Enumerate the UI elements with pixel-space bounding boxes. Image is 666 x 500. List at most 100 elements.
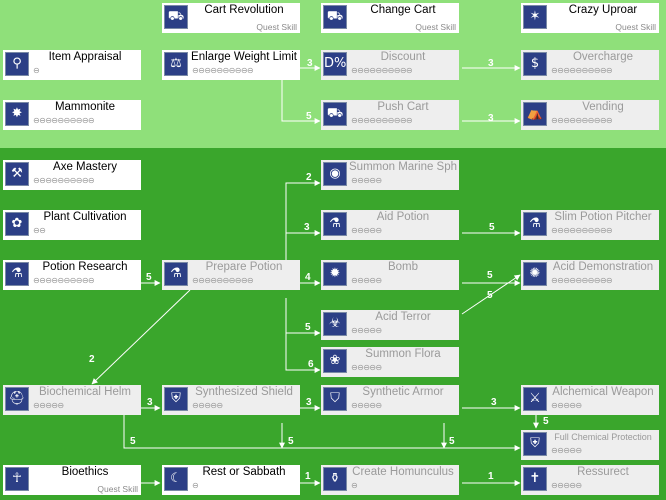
skill-name: Mammonite [54,101,116,113]
requirement-level-label: 3 [488,113,494,124]
skill-level-dots: ⊖⊖⊖⊖⊖ [351,176,382,185]
skill-synthesized-shield[interactable]: ⛨Synthesized Shield⊖⊖⊖⊖⊖ [162,385,300,415]
chemical-protection-icon: ⛨ [523,432,547,456]
requirement-level-label: 1 [305,471,311,482]
requirement-level-label: 2 [89,354,95,365]
skill-aid-potion[interactable]: ⚗Aid Potion⊖⊖⊖⊖⊖ [321,210,459,240]
skill-level-dots: ⊖ [192,481,199,490]
bioethics-icon: ☥ [5,467,29,491]
skill-level-dots: ⊖⊖⊖⊖⊖⊖⊖⊖⊖⊖ [192,66,254,75]
skill-level-dots: ⊖⊖⊖⊖⊖⊖⊖⊖⊖⊖ [551,116,613,125]
acid-bomb-icon: ✺ [523,262,547,286]
skill-name: Cart Revolution [204,4,284,16]
skill-name: Full Chemical Protection [554,432,652,442]
skill-plant-cultivation[interactable]: ✿Plant Cultivation⊖⊖ [3,210,141,240]
skill-level-dots: ⊖⊖⊖⊖⊖⊖⊖⊖⊖⊖ [351,66,413,75]
requirement-level-label: 3 [488,58,494,69]
requirement-level-label: 5 [146,272,152,283]
requirement-level-label: 3 [307,58,313,69]
skill-name: Acid Terror [375,311,431,323]
plant-icon: ✿ [5,212,29,236]
skill-synthetic-armor[interactable]: ⛉Synthetic Armor⊖⊖⊖⊖⊖ [321,385,459,415]
skill-item-appraisal[interactable]: ⚲Item Appraisal⊖ [3,50,141,80]
magnifier-icon: ⚲ [5,52,29,76]
skill-push-cart[interactable]: ⛟ Push Cart ⊖⊖⊖⊖⊖⊖⊖⊖⊖⊖ [321,100,459,130]
skill-name: Item Appraisal [48,51,122,63]
potion-icon: ⚗ [323,212,347,236]
skill-acid-demonstration[interactable]: ✺Acid Demonstration⊖⊖⊖⊖⊖⊖⊖⊖⊖⊖ [521,260,659,290]
skill-create-homunculus[interactable]: ⚱ Create Homunculus ⊖ [321,465,459,495]
skill-vending[interactable]: ⛺ Vending ⊖⊖⊖⊖⊖⊖⊖⊖⊖⊖ [521,100,659,130]
skill-level-dots: ⊖⊖⊖⊖⊖⊖⊖⊖⊖⊖ [551,226,613,235]
resurrect-icon: ✝ [523,467,547,491]
skill-name: Discount [380,51,426,63]
rest-icon: ☾ [164,467,188,491]
potion-pitcher-icon: ⚗ [523,212,547,236]
requirement-level-label: 5 [487,290,493,301]
requirement-level-label: 3 [147,397,153,408]
quest-skill-label: Quest Skill [615,22,656,32]
skill-discount[interactable]: D% Discount ⊖⊖⊖⊖⊖⊖⊖⊖⊖⊖ [321,50,459,80]
skill-summon-marine-sphere[interactable]: ◉Summon Marine Sphere ⊖⊖⊖⊖⊖ [321,160,459,190]
skill-acid-terror[interactable]: ☣Acid Terror⊖⊖⊖⊖⊖ [321,310,459,340]
skill-summon-flora[interactable]: ❀Summon Flora⊖⊖⊖⊖⊖ [321,347,459,377]
homunculus-icon: ⚱ [323,467,347,491]
axe-icon: ⚒ [5,162,29,186]
shop-icon: ⛺ [523,102,547,126]
skill-name: Summon Marine Sphere [349,161,457,173]
skill-slim-potion-pitcher[interactable]: ⚗ Slim Potion Pitcher ⊖⊖⊖⊖⊖⊖⊖⊖⊖⊖ [521,210,659,240]
skill-name: Rest or Sabbath [202,466,286,478]
skill-name: Axe Mastery [53,161,117,173]
cart-icon: ⛟ [323,5,347,29]
cart-icon: ⛟ [323,102,347,126]
coin-icon: $ [523,52,547,76]
skill-name: Push Cart [377,101,429,113]
skill-enlarge-weight-limit[interactable]: ⚖Enlarge Weight Limit⊖⊖⊖⊖⊖⊖⊖⊖⊖⊖ [162,50,300,80]
requirement-level-label: 5 [305,322,311,333]
bomb-icon: ✹ [323,262,347,286]
skill-level-dots: ⊖⊖⊖⊖⊖⊖⊖⊖⊖⊖ [551,66,613,75]
skill-name: Bioethics [61,466,109,478]
skill-rest-or-sabbath[interactable]: ☾ Rest or Sabbath⊖ [162,465,300,495]
acid-icon: ☣ [323,312,347,336]
requirement-level-label: 3 [491,397,497,408]
requirement-level-label: 3 [306,397,312,408]
skill-mammonite[interactable]: ✸Mammonite⊖⊖⊖⊖⊖⊖⊖⊖⊖⊖ [3,100,141,130]
skill-level-dots: ⊖⊖⊖⊖⊖⊖⊖⊖⊖⊖ [351,116,413,125]
mortar-icon: ⚗ [164,262,188,286]
skill-biochemical-helm[interactable]: ⛑Biochemical Helm⊖⊖⊖⊖⊖ [3,385,141,415]
skill-prepare-potion[interactable]: ⚗Prepare Potion⊖⊖⊖⊖⊖⊖⊖⊖⊖⊖ [162,260,300,290]
skill-name: Synthesized Shield [195,386,293,398]
discount-icon: D% [323,52,347,76]
flora-icon: ❀ [323,349,347,373]
skill-level-dots: ⊖⊖⊖⊖⊖ [551,401,582,410]
skill-level-dots: ⊖⊖⊖⊖⊖ [192,401,223,410]
skill-name: Slim Potion Pitcher [554,211,652,223]
skill-name: Alchemical Weapon [552,386,654,398]
skill-level-dots: ⊖⊖⊖⊖⊖ [551,481,582,490]
skill-name: Vending [582,101,624,113]
skill-axe-mastery[interactable]: ⚒Axe Mastery⊖⊖⊖⊖⊖⊖⊖⊖⊖⊖ [3,160,141,190]
skill-ressurect[interactable]: ✝Ressurect⊖⊖⊖⊖⊖ [521,465,659,495]
skill-alchemical-weapon[interactable]: ⚔Alchemical Weapon⊖⊖⊖⊖⊖ [521,385,659,415]
skill-bomb[interactable]: ✹Bomb⊖⊖⊖⊖⊖ [321,260,459,290]
skill-level-dots: ⊖ [351,481,358,490]
quest-skill-label: Quest Skill [97,484,138,494]
flask-icon: ⚗ [5,262,29,286]
skill-name: Create Homunculus [352,466,454,478]
shout-icon: ✶ [523,5,547,29]
skill-potion-research[interactable]: ⚗Potion Research⊖⊖⊖⊖⊖⊖⊖⊖⊖⊖ [3,260,141,290]
skill-name: Aid Potion [376,211,430,223]
skill-level-dots: ⊖⊖⊖⊖⊖⊖⊖⊖⊖⊖ [192,276,254,285]
sphere-icon: ◉ [323,162,347,186]
skill-overcharge[interactable]: $Overcharge⊖⊖⊖⊖⊖⊖⊖⊖⊖⊖ [521,50,659,80]
skill-full-chemical-protection[interactable]: ⛨ Full Chemical Protection ⊖⊖⊖⊖⊖ [521,430,659,460]
skill-level-dots: ⊖⊖⊖⊖⊖⊖⊖⊖⊖⊖ [33,276,95,285]
weight-icon: ⚖ [164,52,188,76]
skill-name: Biochemical Helm [38,386,132,398]
skill-level-dots: ⊖⊖⊖⊖⊖ [551,446,582,455]
